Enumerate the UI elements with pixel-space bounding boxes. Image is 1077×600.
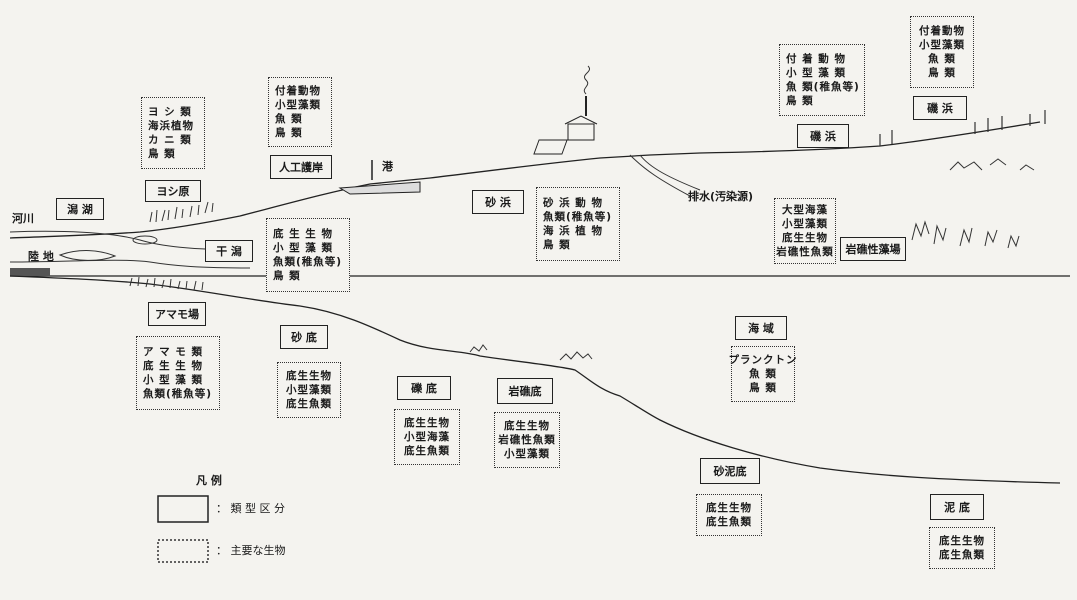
organisms-rocky-shore-1: 付 着 動 物 小 型 藻 類 魚 類(稚魚等) 鳥 類 [779, 44, 865, 116]
eelgrass-texture [129, 276, 204, 291]
land-hatch [10, 268, 50, 276]
habitat-rocky-shore-1: 磯 浜 [797, 124, 849, 148]
habitat-sandy-beach: 砂 浜 [472, 190, 524, 214]
organisms-eelgrass: ア マ モ 類 底 生 生 物 小 型 藻 類 魚類(稚魚等) [136, 336, 220, 410]
algae-texture [911, 220, 1020, 249]
drain-channel-2 [639, 154, 701, 191]
river-bank-bottom [9, 259, 251, 269]
organisms-reed: ヨ シ 類 海浜植物 カ ニ 類 鳥 類 [141, 97, 205, 169]
organisms-rocky-algae: 大型海藻 小型藻類 底生生物 岩礁性魚類 [774, 198, 836, 264]
habitat-eelgrass: アマモ場 [148, 302, 206, 326]
habitat-sandmud-bottom: 砂泥底 [700, 458, 760, 484]
river-label: 河川 [12, 212, 34, 225]
legend-type-label: ： 類 型 区 分 [216, 502, 285, 515]
legend-dotted-box [157, 539, 209, 563]
habitat-tidal-flat: 干 潟 [205, 240, 253, 262]
shore-rocks [949, 158, 1035, 171]
reef-texture [469, 344, 593, 361]
habitat-reed: ヨシ原 [145, 180, 201, 202]
habitat-lagoon: 潟 湖 [56, 198, 104, 220]
factory-yard [533, 139, 568, 155]
factory-roof [564, 115, 598, 125]
breakwater [338, 181, 421, 195]
habitat-mud-bottom: 泥 底 [930, 494, 984, 520]
shore-profile-line [9, 121, 1041, 239]
seabed-profile-line [9, 275, 1061, 484]
reed-texture [149, 201, 214, 223]
drain-label: 排水(汚染源) [688, 190, 754, 203]
organisms-sandmud-bottom: 底生生物 底生魚類 [696, 494, 762, 536]
port-label: 港 [382, 160, 393, 173]
land-label: 陸 地 [28, 250, 54, 263]
organisms-sandy-beach: 砂 浜 動 物 魚類(稚魚等) 海 浜 植 物 鳥 類 [536, 187, 620, 261]
habitat-rocky-algae: 岩礁性藻場 [840, 237, 906, 261]
smoke [583, 65, 590, 95]
legend-solid-box [157, 495, 209, 523]
drain-channel [629, 154, 691, 197]
habitat-gravel-bottom: 礫 底 [397, 376, 451, 400]
organisms-tidal-flat: 底 生 生 物 小 型 藻 類 魚類(稚魚等) 鳥 類 [266, 218, 350, 292]
river-bank-top [9, 230, 251, 251]
habitat-rocky-shore-2: 磯 浜 [913, 96, 967, 120]
legend-title: 凡 例 [196, 474, 222, 487]
habitat-open-sea: 海 域 [735, 316, 787, 340]
habitat-reef-bottom: 岩礁底 [497, 378, 553, 404]
lagoon-pond [132, 235, 158, 245]
habitat-sand-bottom: 砂 底 [280, 325, 328, 349]
organisms-rocky-shore-2: 付着動物 小型藻類 魚 類 鳥 類 [910, 16, 974, 88]
factory-building [567, 123, 595, 141]
organisms-open-sea: プランクトン 魚 類 鳥 類 [729, 346, 797, 402]
legend-organism-label: ： 主要な生物 [216, 544, 286, 557]
habitat-artificial-shore: 人工護岸 [270, 155, 332, 179]
organisms-sand-bottom: 底生生物 小型藻類 底生魚類 [277, 362, 341, 418]
trees [879, 110, 1046, 146]
organisms-mud-bottom: 底生生物 底生魚類 [929, 527, 995, 569]
organisms-reef-bottom: 底生生物 岩礁性魚類 小型藻類 [494, 412, 560, 468]
organisms-gravel-bottom: 底生生物 小型海藻 底生魚類 [394, 409, 460, 465]
land-island [58, 250, 117, 261]
organisms-artificial-shore: 付着動物 小型藻類 魚 類 鳥 類 [268, 77, 332, 147]
